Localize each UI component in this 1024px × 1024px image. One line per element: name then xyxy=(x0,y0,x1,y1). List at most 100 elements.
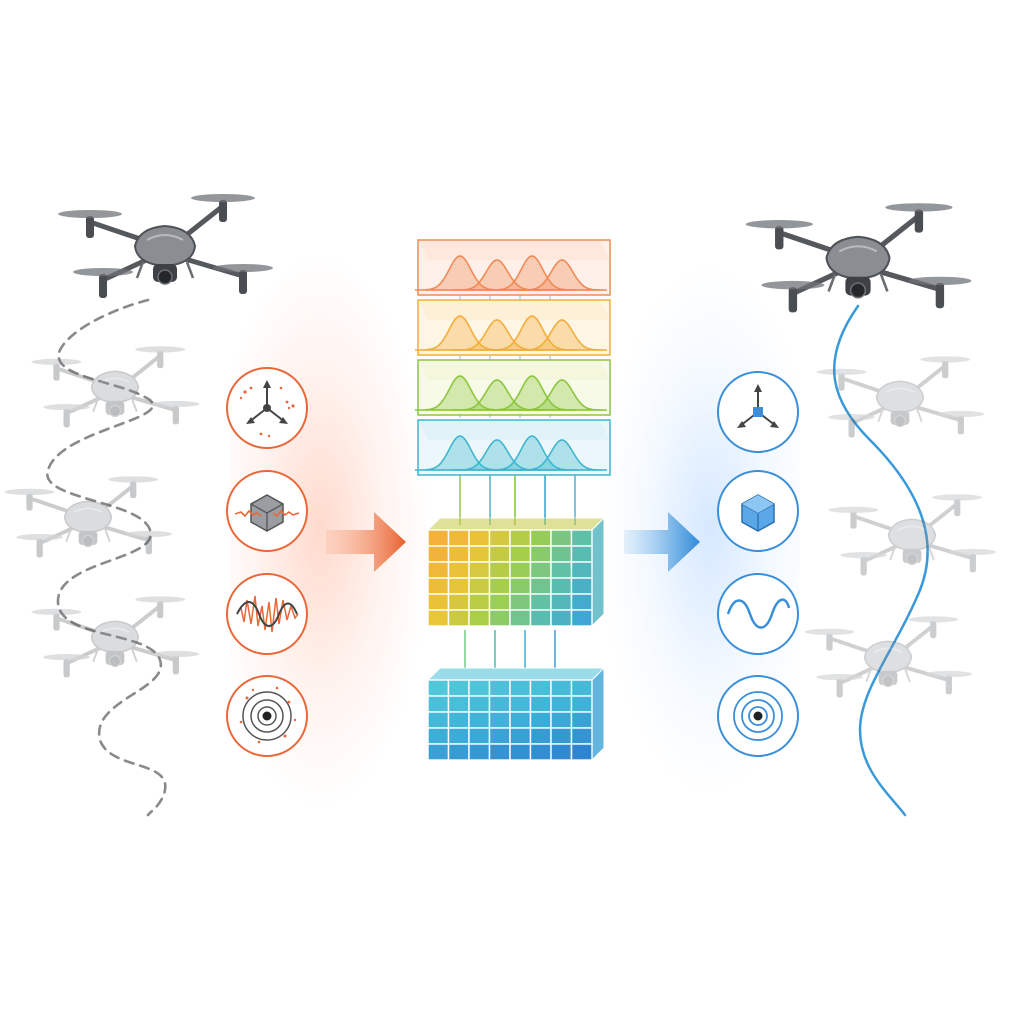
grid-cell xyxy=(447,711,470,729)
grid-cell xyxy=(488,743,511,761)
noisy-axes-icon xyxy=(226,367,308,449)
grid-side-face xyxy=(591,666,605,762)
grid-cell xyxy=(570,529,593,547)
grid-cell xyxy=(427,545,450,563)
grid-cell xyxy=(550,545,573,563)
grid-cell xyxy=(529,561,552,579)
grid-cell xyxy=(488,529,511,547)
grid-cell xyxy=(509,609,532,627)
grid-cell xyxy=(550,727,573,745)
grid-cell xyxy=(550,609,573,627)
grid-cell xyxy=(468,609,491,627)
grid-top-face xyxy=(426,517,606,531)
target-icon xyxy=(717,675,799,757)
grid-cell xyxy=(468,727,491,745)
grid-cell xyxy=(427,711,450,729)
drone-main-right xyxy=(746,203,972,312)
grid-cell xyxy=(447,679,470,697)
grid-top-face xyxy=(426,667,606,681)
grid-cell xyxy=(427,561,450,579)
grid-cell xyxy=(529,609,552,627)
grid-cell xyxy=(509,561,532,579)
grid-cell xyxy=(427,695,450,713)
grid-cell xyxy=(529,727,552,745)
drone-ghost-left-1 xyxy=(29,344,202,430)
noisy-cube-icon xyxy=(226,470,308,552)
grid-cell xyxy=(529,695,552,713)
feature-grid xyxy=(426,666,606,762)
drone-ghost-right-3 xyxy=(802,614,975,700)
drone-ghost-right-1 xyxy=(814,354,987,440)
grid-cell xyxy=(488,727,511,745)
grid-cell xyxy=(447,609,470,627)
grid-cell xyxy=(570,679,593,697)
grid-cell xyxy=(427,743,450,761)
grid-cell xyxy=(488,695,511,713)
drone-ghost-right-2 xyxy=(826,492,999,578)
noisy-target-icon xyxy=(226,675,308,757)
grid-cell xyxy=(550,743,573,761)
grid-cell xyxy=(468,679,491,697)
grid-cell xyxy=(570,743,593,761)
drone-ghost-left-2 xyxy=(2,474,175,560)
grid-cell xyxy=(447,561,470,579)
grid-cell xyxy=(529,711,552,729)
grid-cell xyxy=(468,577,491,595)
grid-cell xyxy=(427,593,450,611)
noisy-waveform-icon xyxy=(226,573,308,655)
teal-band xyxy=(415,419,611,476)
grid-cell xyxy=(509,545,532,563)
grid-cell xyxy=(488,561,511,579)
grid-cell xyxy=(529,679,552,697)
grid-cell xyxy=(447,727,470,745)
left-noisy-trajectory xyxy=(2,194,273,817)
grid-cell xyxy=(509,577,532,595)
grid-cell xyxy=(529,545,552,563)
grid-cell xyxy=(570,593,593,611)
amber-band xyxy=(415,299,611,356)
grid-side-face xyxy=(591,516,605,628)
grid-connectors xyxy=(459,475,576,668)
grid-cell xyxy=(468,561,491,579)
grid-cell xyxy=(427,679,450,697)
grid-cell xyxy=(550,711,573,729)
green-band xyxy=(415,359,611,416)
grid-cell xyxy=(468,545,491,563)
grid-cell xyxy=(529,577,552,595)
grid-cell xyxy=(570,727,593,745)
grid-cell xyxy=(488,711,511,729)
drone-ghost-left-3 xyxy=(29,594,202,680)
grid-cell xyxy=(427,529,450,547)
orange-band xyxy=(415,239,611,296)
grid-cell xyxy=(570,561,593,579)
grid-cell xyxy=(570,711,593,729)
grid-cell xyxy=(550,561,573,579)
grid-cell xyxy=(447,545,470,563)
grid-cell xyxy=(550,529,573,547)
grid-cell xyxy=(509,727,532,745)
axes-icon xyxy=(717,371,799,453)
grid-cell xyxy=(550,593,573,611)
cube-icon xyxy=(717,470,799,552)
grid-cell xyxy=(488,609,511,627)
grid-cell xyxy=(570,609,593,627)
grid-cell xyxy=(529,593,552,611)
grid-cell xyxy=(509,529,532,547)
grid-cell xyxy=(447,695,470,713)
grid-cell xyxy=(570,577,593,595)
grid-cell xyxy=(468,695,491,713)
arrow-right-orange xyxy=(326,512,406,572)
spectral-grid xyxy=(426,516,606,628)
grid-cell xyxy=(447,577,470,595)
grid-cell xyxy=(427,727,450,745)
sine-wave-icon xyxy=(717,573,799,655)
grid-cell xyxy=(468,593,491,611)
grid-cell xyxy=(447,593,470,611)
center-panel xyxy=(415,239,611,762)
grid-cell xyxy=(509,711,532,729)
grid-cell xyxy=(550,679,573,697)
right-icon-column xyxy=(717,371,799,757)
grid-cell xyxy=(488,545,511,563)
grid-cell xyxy=(427,577,450,595)
